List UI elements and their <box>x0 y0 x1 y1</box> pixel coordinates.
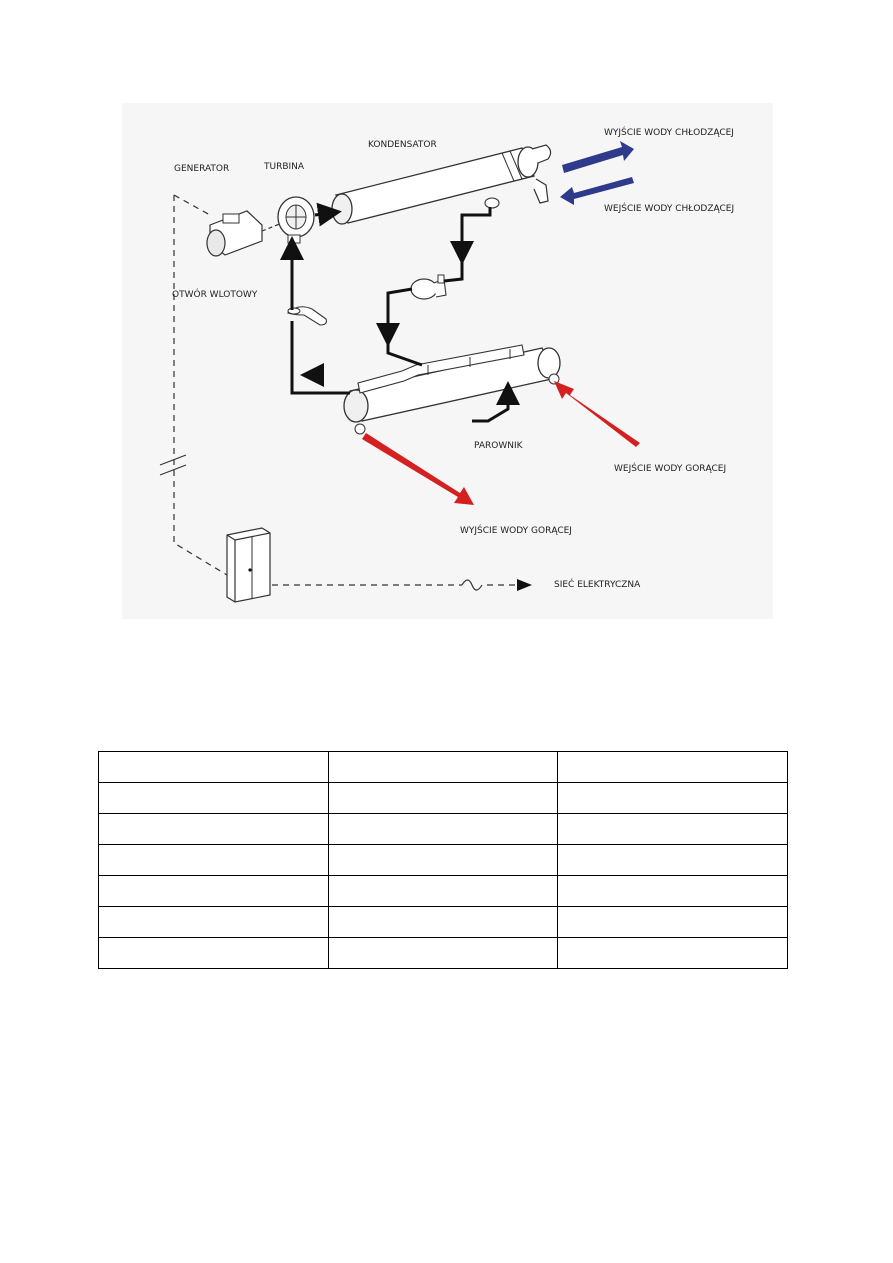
label-generator: GENERATOR <box>174 164 229 174</box>
cooling-water-arrows <box>560 141 634 205</box>
line-break-mark <box>159 454 187 476</box>
label-hot-in: WEJŚCIE WODY GORĄCEJ <box>614 462 726 474</box>
label-grid: SIEĆ ELEKTRYCZNA <box>554 578 641 590</box>
electrical-connection <box>173 194 517 586</box>
table-cell <box>327 875 559 907</box>
table-cell <box>327 844 559 876</box>
table-cell <box>98 813 329 845</box>
table-cell <box>327 906 559 938</box>
table-cell <box>557 782 788 814</box>
label-hot-out: WYJŚCIE WODY GORĄCEJ <box>460 524 572 536</box>
inlet-valve <box>286 306 327 326</box>
table-cell <box>327 782 559 814</box>
empty-table <box>98 751 788 969</box>
table-cell <box>557 937 788 969</box>
table-cell <box>98 782 329 814</box>
table-row <box>98 751 788 783</box>
grid-break-mark <box>461 579 483 591</box>
table-cell <box>557 751 788 783</box>
table-cell <box>98 937 329 969</box>
table-row <box>98 875 788 907</box>
table-cell <box>327 813 559 845</box>
table-cell <box>557 875 788 907</box>
orc-plant-diagram: GENERATOR TURBINA KONDENSATOR WYJŚCIE WO… <box>122 103 773 619</box>
label-evaporator: PAROWNIK <box>474 441 524 451</box>
control-cabinet <box>226 527 271 603</box>
table-cell <box>98 844 329 876</box>
label-turbine: TURBINA <box>263 162 305 172</box>
table-cell <box>557 813 788 845</box>
label-inlet: OTWÓR WLOTOWY <box>172 288 258 300</box>
table-cell <box>98 906 329 938</box>
table-cell <box>98 875 329 907</box>
label-cooling-out: WYJŚCIE WODY CHŁODZĄCEJ <box>604 126 734 138</box>
grid-arrow <box>517 579 532 591</box>
condenser <box>331 144 552 225</box>
table-cell <box>327 937 559 969</box>
working-fluid-loop <box>280 202 520 423</box>
table-row <box>98 782 788 814</box>
table-cell <box>557 906 788 938</box>
table-cell <box>327 751 559 783</box>
table-row <box>98 813 788 845</box>
table-cell <box>98 751 329 783</box>
evaporator <box>343 344 561 435</box>
hot-water-arrows <box>362 381 640 505</box>
table-row <box>98 937 788 969</box>
label-condenser: KONDENSATOR <box>368 140 437 150</box>
table-row <box>98 844 788 876</box>
table-body <box>98 751 788 969</box>
table-row <box>98 906 788 938</box>
label-cooling-in: WEJŚCIE WODY CHŁODZĄCEJ <box>604 202 734 214</box>
turbine <box>277 196 315 244</box>
pump <box>410 274 447 300</box>
table-cell <box>557 844 788 876</box>
generator <box>206 210 283 257</box>
